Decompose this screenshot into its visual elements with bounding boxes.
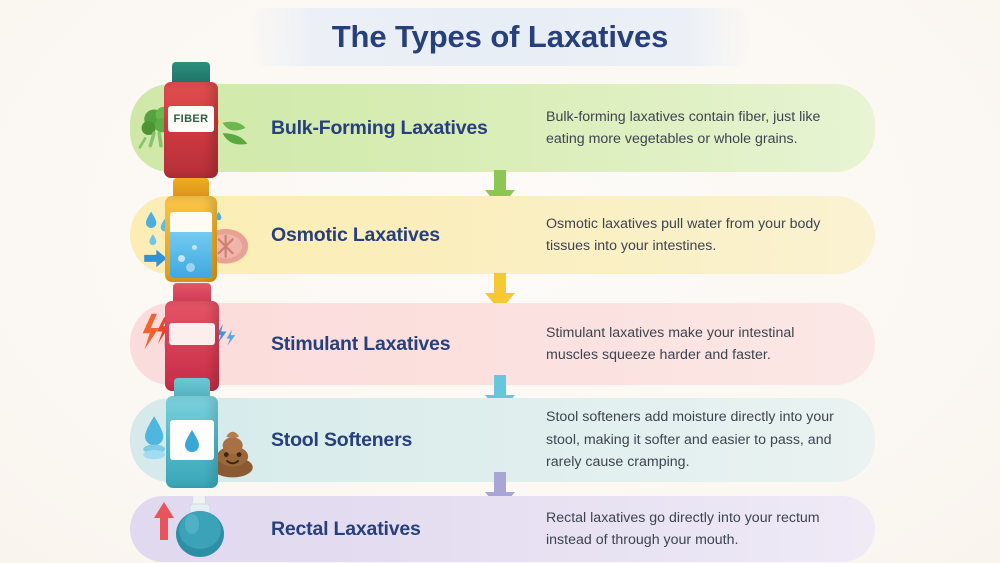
row-body-rectal: Rectal laxatives go directly into your r… bbox=[546, 509, 820, 548]
row-osmotic: Osmotic Laxatives Osmotic laxatives pull… bbox=[130, 178, 875, 282]
row-label-stool-softeners: Stool Softeners bbox=[271, 428, 413, 451]
enema-bulb-arrow-icon bbox=[130, 496, 265, 562]
row-bulk-forming: FIBER Bulk-Forming Laxatives Bulk-formin… bbox=[130, 62, 875, 178]
row-body-bulk-forming: Bulk-forming laxatives contain fiber, ju… bbox=[546, 108, 821, 147]
row-label-osmotic: Osmotic Laxatives bbox=[271, 223, 440, 246]
page-title: The Types of Laxatives bbox=[331, 19, 669, 54]
row-body-osmotic: Osmotic laxatives pull water from your b… bbox=[546, 215, 821, 254]
fiber-bottle-label: FIBER bbox=[173, 113, 209, 125]
arrow-osmotic-to-stimulant bbox=[484, 273, 516, 313]
row-body-stool-softeners: Stool softeners add moisture directly in… bbox=[546, 409, 834, 471]
droplet-bottle-stool-icon bbox=[130, 378, 265, 488]
row-body-stimulant: Stimulant laxatives make your intestinal… bbox=[546, 324, 795, 363]
fiber-bottle-vegetables-icon: FIBER bbox=[130, 62, 265, 178]
title-banner: The Types of Laxatives bbox=[250, 8, 750, 66]
intestine-lightning-bottle-icon bbox=[130, 283, 265, 391]
row-rectal: Rectal Laxatives Rectal laxatives go dir… bbox=[130, 496, 875, 562]
water-bottle-tissue-icon bbox=[130, 178, 265, 282]
row-label-stimulant: Stimulant Laxatives bbox=[271, 332, 451, 355]
row-stimulant: Stimulant Laxatives Stimulant laxatives … bbox=[130, 283, 875, 391]
row-label-rectal: Rectal Laxatives bbox=[271, 517, 421, 540]
row-label-bulk-forming: Bulk-Forming Laxatives bbox=[271, 116, 488, 139]
row-stool-softeners: Stool Softeners Stool softeners add mois… bbox=[130, 378, 875, 488]
